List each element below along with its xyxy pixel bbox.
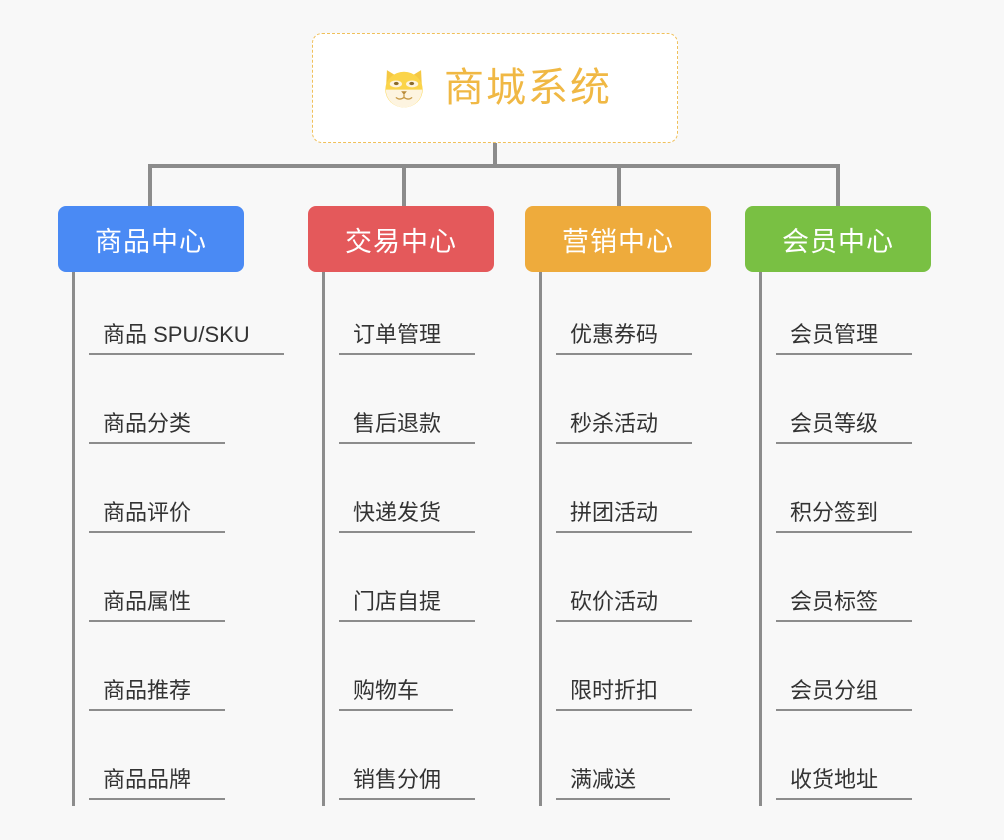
leaf-label: 商品品牌 — [89, 767, 226, 800]
leaf-label: 满减送 — [556, 767, 671, 800]
leaf-label: 商品评价 — [89, 500, 226, 533]
leaf-label: 销售分佣 — [339, 767, 476, 800]
list-item[interactable]: 会员等级 — [762, 361, 931, 450]
root-node[interactable]: 商城系统 — [312, 33, 678, 143]
category-header-label: 营销中心 — [562, 226, 674, 257]
list-item[interactable]: 商品推荐 — [75, 628, 284, 717]
leaf-label: 优惠券码 — [556, 322, 693, 355]
branch-column-trade: 交易中心 订单管理 售后退款 快递发货 门店自提 购物车 销售分佣 — [308, 206, 494, 806]
leaf-label: 商品属性 — [89, 589, 226, 622]
leaf-label: 售后退款 — [339, 411, 476, 444]
leaf-label: 砍价活动 — [556, 589, 693, 622]
category-header-trade[interactable]: 交易中心 — [308, 206, 494, 272]
leaf-label: 限时折扣 — [556, 678, 693, 711]
connector-drop-1 — [402, 164, 406, 206]
category-header-product[interactable]: 商品中心 — [58, 206, 244, 272]
list-item[interactable]: 商品属性 — [75, 539, 284, 628]
category-header-marketing[interactable]: 营销中心 — [525, 206, 711, 272]
category-header-member[interactable]: 会员中心 — [745, 206, 931, 272]
branch-column-member: 会员中心 会员管理 会员等级 积分签到 会员标签 会员分组 收货地址 — [745, 206, 931, 806]
leaf-list-product: 商品 SPU/SKU 商品分类 商品评价 商品属性 商品推荐 商品品牌 — [72, 272, 284, 806]
connector-drop-2 — [617, 164, 621, 206]
list-item[interactable]: 秒杀活动 — [542, 361, 711, 450]
list-item[interactable]: 会员管理 — [762, 272, 931, 361]
leaf-label: 商品分类 — [89, 411, 226, 444]
page-title: 商城系统 — [444, 66, 612, 110]
list-item[interactable]: 优惠券码 — [542, 272, 711, 361]
list-item[interactable]: 订单管理 — [325, 272, 494, 361]
leaf-label: 门店自提 — [339, 589, 476, 622]
list-item[interactable]: 购物车 — [325, 628, 494, 717]
category-header-label: 商品中心 — [95, 226, 207, 257]
connector-drop-3 — [836, 164, 840, 206]
list-item[interactable]: 会员分组 — [762, 628, 931, 717]
leaf-label: 会员管理 — [776, 322, 913, 355]
leaf-list-trade: 订单管理 售后退款 快递发货 门店自提 购物车 销售分佣 — [322, 272, 494, 806]
list-item[interactable]: 商品品牌 — [75, 717, 284, 806]
list-item[interactable]: 门店自提 — [325, 539, 494, 628]
leaf-label: 收货地址 — [776, 767, 913, 800]
leaf-label: 会员等级 — [776, 411, 913, 444]
list-item[interactable]: 快递发货 — [325, 450, 494, 539]
category-header-label: 交易中心 — [345, 226, 457, 257]
list-item[interactable]: 商品 SPU/SKU — [75, 272, 284, 361]
leaf-label: 订单管理 — [339, 322, 476, 355]
connector-root-stem — [493, 143, 497, 167]
list-item[interactable]: 积分签到 — [762, 450, 931, 539]
list-item[interactable]: 限时折扣 — [542, 628, 711, 717]
leaf-label: 快递发货 — [339, 500, 476, 533]
leaf-label: 购物车 — [339, 678, 454, 711]
leaf-label: 会员分组 — [776, 678, 913, 711]
branch-column-product: 商品中心 商品 SPU/SKU 商品分类 商品评价 商品属性 商品推荐 商品品牌 — [58, 206, 284, 806]
list-item[interactable]: 满减送 — [542, 717, 711, 806]
leaf-label: 商品推荐 — [89, 678, 226, 711]
list-item[interactable]: 砍价活动 — [542, 539, 711, 628]
branch-column-marketing: 营销中心 优惠券码 秒杀活动 拼团活动 砍价活动 限时折扣 满减送 — [525, 206, 711, 806]
connector-bus-bar — [148, 164, 840, 168]
connector-drop-0 — [148, 164, 152, 206]
leaf-list-marketing: 优惠券码 秒杀活动 拼团活动 砍价活动 限时折扣 满减送 — [539, 272, 711, 806]
list-item[interactable]: 售后退款 — [325, 361, 494, 450]
list-item[interactable]: 销售分佣 — [325, 717, 494, 806]
shiba-dog-icon — [378, 62, 430, 114]
leaf-list-member: 会员管理 会员等级 积分签到 会员标签 会员分组 收货地址 — [759, 272, 931, 806]
leaf-label: 积分签到 — [776, 500, 913, 533]
leaf-label: 拼团活动 — [556, 500, 693, 533]
list-item[interactable]: 会员标签 — [762, 539, 931, 628]
category-header-label: 会员中心 — [782, 226, 894, 257]
list-item[interactable]: 拼团活动 — [542, 450, 711, 539]
list-item[interactable]: 商品评价 — [75, 450, 284, 539]
leaf-label: 商品 SPU/SKU — [89, 322, 284, 355]
leaf-label: 会员标签 — [776, 589, 913, 622]
list-item[interactable]: 收货地址 — [762, 717, 931, 806]
list-item[interactable]: 商品分类 — [75, 361, 284, 450]
leaf-label: 秒杀活动 — [556, 411, 693, 444]
